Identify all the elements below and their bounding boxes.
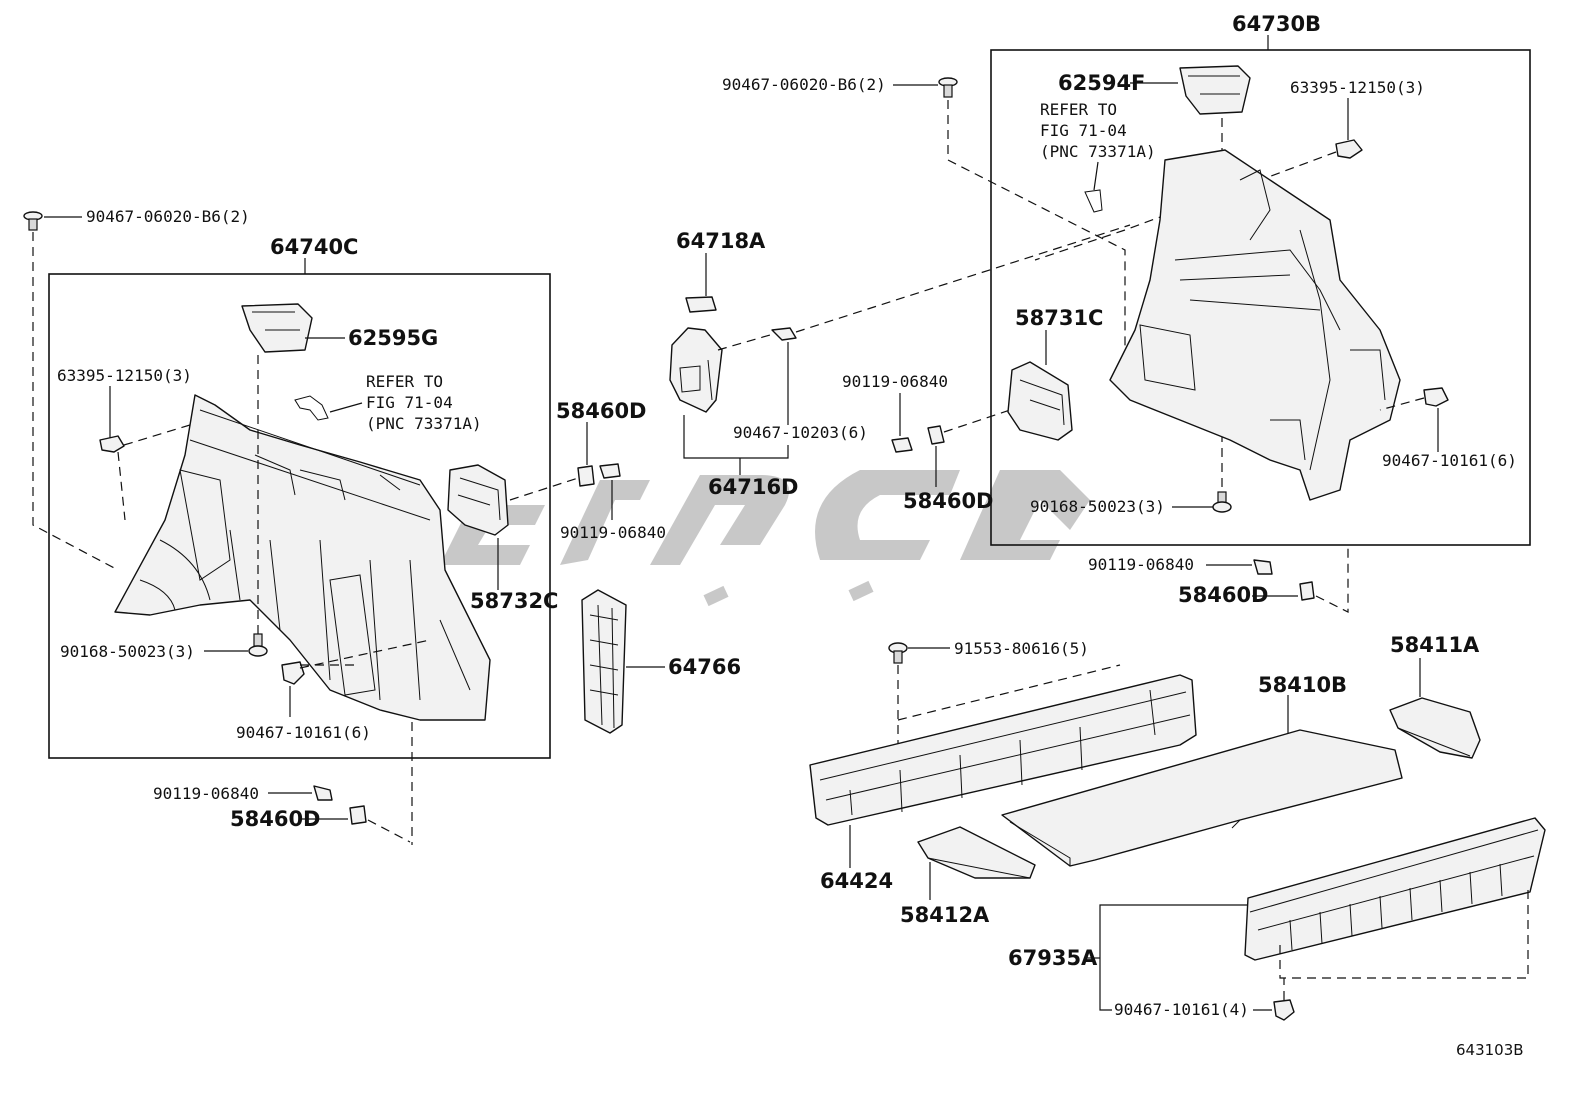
quarter-trim-panel-left	[114, 394, 491, 721]
refer-note: REFER TO FIG 71-04 (PNC 73371A)	[1040, 100, 1156, 161]
screw-icon	[1253, 559, 1273, 575]
part-label: 90467-10161(6)	[236, 723, 371, 742]
refer-note: REFER TO FIG 71-04 (PNC 73371A)	[366, 372, 482, 433]
figure-code: 643103B	[1456, 1041, 1524, 1059]
watermark-logo	[440, 470, 1090, 607]
cover-panel	[669, 327, 723, 413]
floor-rail	[809, 674, 1197, 826]
part-label: 90467-10161(6)	[1382, 451, 1517, 470]
part-label: 63395-12150(3)	[1290, 78, 1425, 97]
screw-icon	[599, 463, 621, 479]
clip-icon	[99, 435, 125, 453]
part-label: 58411A	[1390, 633, 1480, 657]
part-label: 90168-50023(3)	[60, 642, 195, 661]
right-assembly-label: 64730B	[1232, 12, 1321, 36]
part-label: 90467-10161(4)	[1114, 1000, 1249, 1019]
clip-icon	[1423, 387, 1449, 407]
part-label: 90467-06020-B6(2)	[722, 75, 886, 94]
nut-clip-icon	[349, 805, 367, 825]
bracket	[1007, 361, 1073, 441]
part-label: 64424	[820, 869, 893, 893]
part-label: 58731C	[1015, 306, 1103, 330]
side-cover	[1389, 697, 1481, 759]
clip-icon	[938, 77, 958, 98]
screw-icon	[891, 437, 913, 453]
side-cover	[917, 826, 1036, 879]
clip-icon	[23, 211, 43, 231]
part-label: 62595G	[348, 326, 438, 350]
part-label: 91553-80616(5)	[954, 639, 1089, 658]
part-label: 58410B	[1258, 673, 1347, 697]
hook-bracket	[1179, 65, 1251, 115]
part-label: 90467-10203(6)	[733, 423, 868, 442]
part-label: 58460D	[903, 489, 994, 513]
cap	[685, 296, 717, 313]
nut-clip-icon	[1299, 581, 1315, 601]
part-label: 58460D	[1178, 583, 1269, 607]
part-label: 90119-06840	[560, 523, 666, 542]
quarter-trim-panel-right	[1109, 149, 1401, 501]
left-assembly-box	[48, 273, 551, 759]
right-assembly-box	[990, 49, 1531, 546]
scuff-plate	[1244, 817, 1546, 961]
part-label: 67935A	[1008, 946, 1098, 970]
nut-clip-icon	[577, 465, 595, 487]
bracket	[447, 464, 509, 536]
floor-board	[1001, 729, 1403, 867]
part-label: 63395-12150(3)	[57, 366, 192, 385]
ventilation-bracket	[581, 589, 627, 734]
part-label: 90119-06840	[1088, 555, 1194, 574]
clip-icon	[281, 661, 305, 685]
part-label: 90119-06840	[153, 784, 259, 803]
part-label: 90467-06020-B6(2)	[86, 207, 250, 226]
part-label: 64766	[668, 655, 741, 679]
left-assembly-label: 64740C	[270, 235, 358, 259]
hook-bracket	[241, 303, 313, 353]
screw-icon	[313, 785, 333, 801]
clip-icon	[1335, 139, 1363, 159]
clip-icon	[1273, 999, 1295, 1021]
part-label: 64716D	[708, 475, 799, 499]
part-label: 64718A	[676, 229, 766, 253]
part-label: 58412A	[900, 903, 990, 927]
part-label: 58460D	[556, 399, 647, 423]
part-label: 58732C	[470, 589, 558, 613]
clip-icon	[771, 327, 797, 341]
screw-icon	[1212, 491, 1232, 513]
part-label: 90119-06840	[842, 372, 948, 391]
screw-icon	[888, 642, 908, 664]
part-label: 90168-50023(3)	[1030, 497, 1165, 516]
nut-clip-icon	[927, 425, 945, 445]
screw-icon	[248, 633, 268, 657]
